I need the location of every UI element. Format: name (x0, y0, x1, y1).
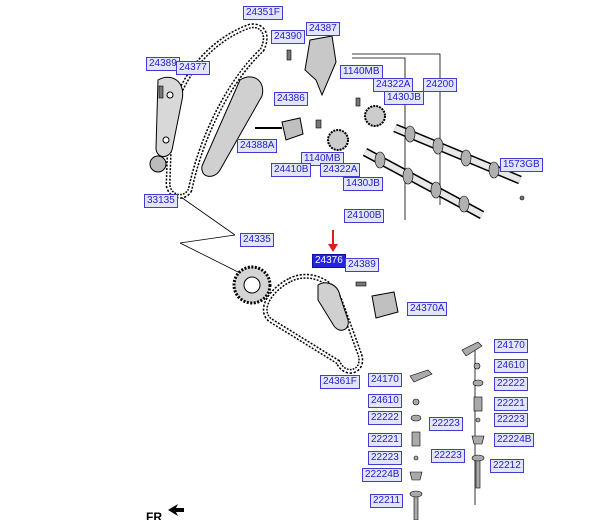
part-label-24361F[interactable]: 24361F (320, 375, 360, 389)
part-label-22211[interactable]: 22211 (370, 494, 404, 508)
part-label-24335[interactable]: 24335 (240, 233, 274, 247)
part-label-24170[interactable]: 24170 (494, 339, 528, 353)
part-label-24170[interactable]: 24170 (368, 373, 402, 387)
part-label-1430JB[interactable]: 1430JB (343, 177, 383, 191)
exhaust-cam-sprocket (364, 105, 386, 127)
part-label-24610[interactable]: 24610 (494, 359, 528, 373)
exhaust-camshaft (393, 123, 522, 185)
part-label-22223[interactable]: 22223 (368, 451, 402, 465)
part-label-22224B[interactable]: 22224B (494, 433, 535, 447)
lower-chain-guide (317, 282, 349, 331)
part-label-22221[interactable]: 22221 (368, 433, 402, 447)
part-label-22221[interactable]: 22221 (494, 397, 528, 411)
part-label-24322A[interactable]: 24322A (320, 163, 361, 177)
part-label-24370A[interactable]: 24370A (407, 302, 448, 316)
part-label-22223[interactable]: 22223 (494, 413, 528, 427)
part-label-33135[interactable]: 33135 (144, 194, 178, 208)
hydraulic-tensioner (281, 117, 304, 141)
bolts (158, 49, 525, 287)
part-label-24200[interactable]: 24200 (423, 78, 457, 92)
selection-pointer-arrow (328, 230, 338, 252)
part-label-24389[interactable]: 24389 (146, 57, 180, 71)
part-label-24322A[interactable]: 24322A (373, 78, 414, 92)
part-label-24351F[interactable]: 24351F (243, 6, 283, 20)
part-label-22222[interactable]: 22222 (368, 411, 402, 425)
part-label-24610[interactable]: 24610 (368, 394, 402, 408)
front-direction-arrow (168, 504, 184, 516)
part-label-24387[interactable]: 24387 (306, 22, 340, 36)
part-label-24388A[interactable]: 24388A (237, 139, 278, 153)
part-label-1140MB[interactable]: 1140MB (340, 65, 383, 79)
leader-lines (177, 53, 476, 505)
part-label-24100B[interactable]: 24100B (344, 209, 385, 223)
part-label-24389[interactable]: 24389 (345, 258, 379, 272)
part-label-22224B[interactable]: 22224B (362, 468, 403, 482)
part-label-22223[interactable]: 22223 (431, 449, 465, 463)
idler-pulley (149, 155, 167, 173)
part-label-24386[interactable]: 24386 (274, 92, 308, 106)
intake-cam-sprocket (327, 129, 349, 151)
part-label-24410B[interactable]: 24410B (271, 163, 312, 177)
part-label-24376-selected[interactable]: 24376 (312, 254, 346, 268)
part-label-24390[interactable]: 24390 (271, 30, 305, 44)
intake-camshaft (362, 148, 485, 219)
part-label-1430JB[interactable]: 1430JB (384, 91, 424, 105)
part-label-24377[interactable]: 24377 (176, 61, 210, 75)
part-label-22212[interactable]: 22212 (490, 459, 524, 473)
part-label-22222[interactable]: 22222 (494, 377, 528, 391)
part-label-22223[interactable]: 22223 (429, 417, 463, 431)
bracket (304, 35, 337, 97)
front-marker-label: FR (146, 510, 162, 520)
part-label-1573GB[interactable]: 1573GB (500, 158, 543, 172)
upper-tensioner-arm (201, 76, 264, 177)
valve-train-parts (409, 341, 485, 520)
lower-tensioner (371, 291, 399, 319)
